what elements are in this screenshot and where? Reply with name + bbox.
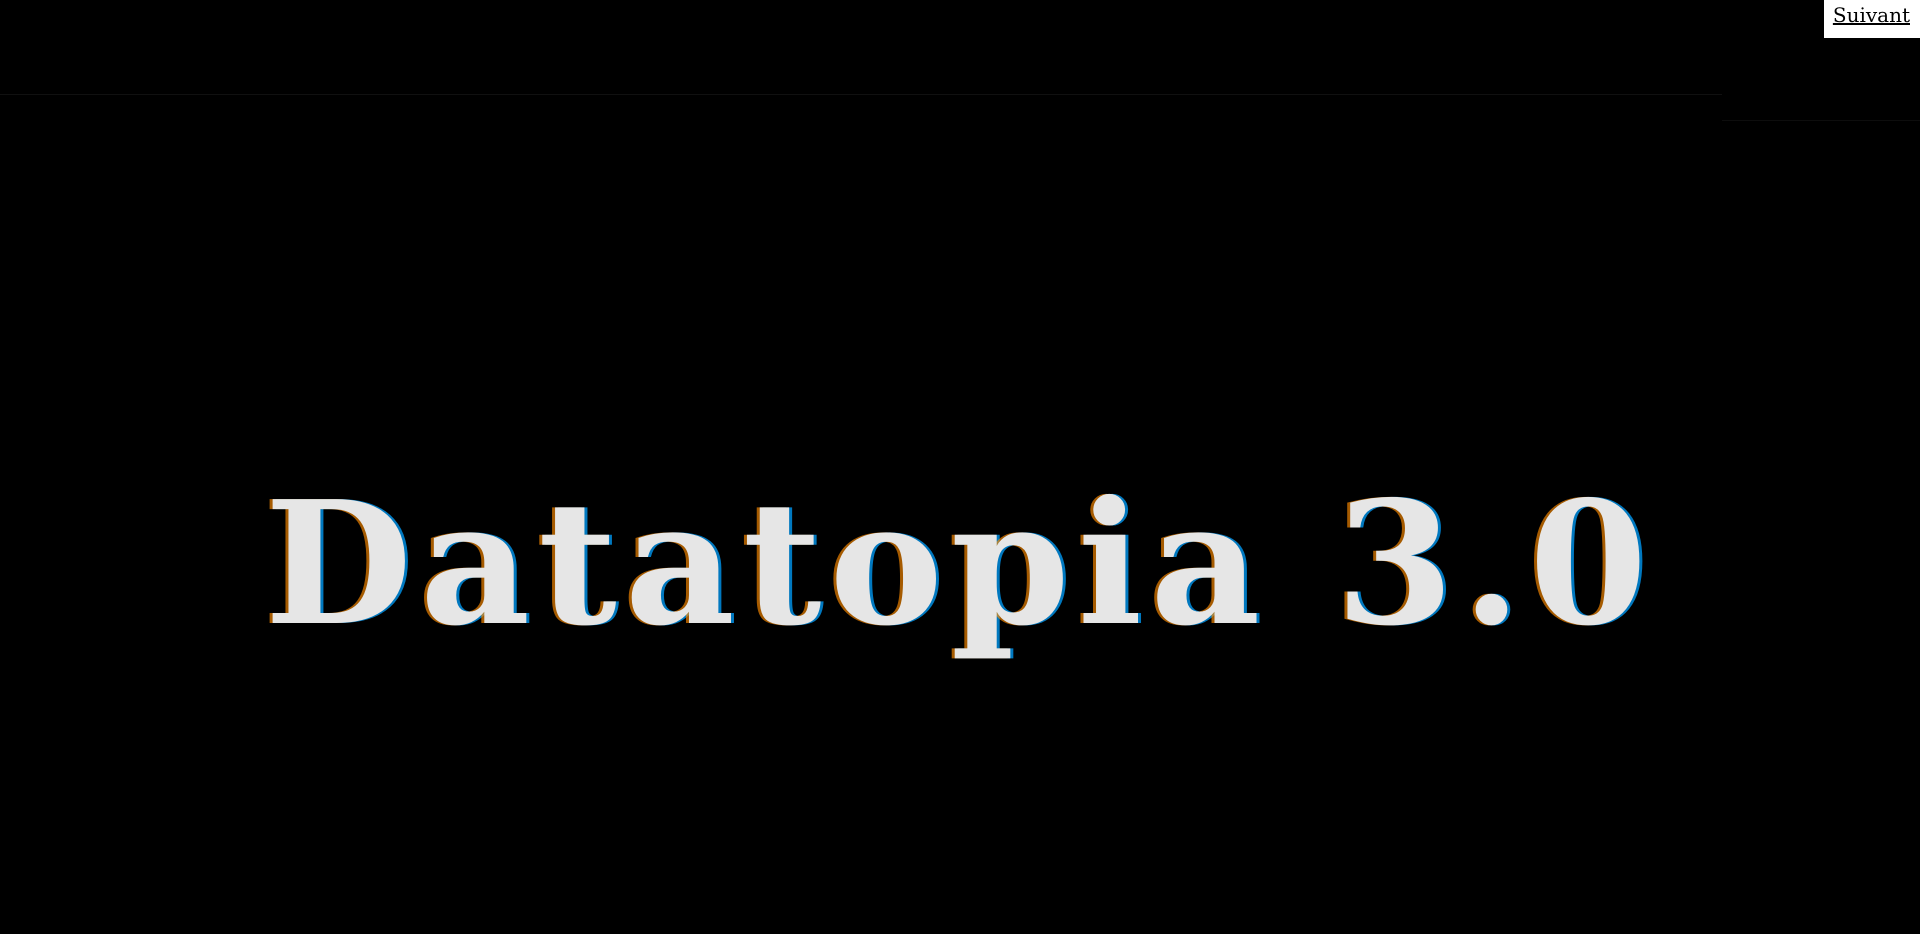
top-bar	[0, 0, 1722, 95]
side-bar	[1722, 0, 1920, 121]
hero-title: Datatopia 3.0	[264, 463, 1656, 664]
next-link[interactable]: Suivant	[1824, 0, 1920, 38]
